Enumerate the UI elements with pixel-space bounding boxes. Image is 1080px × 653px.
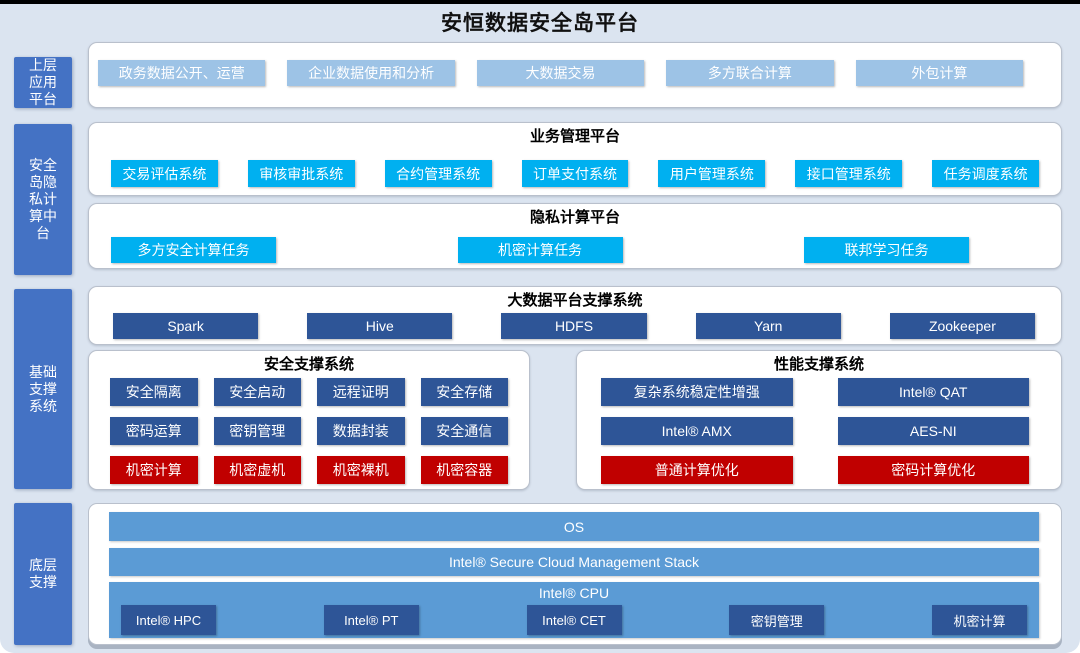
cpu-feature-box: 密钥管理 (729, 605, 825, 635)
os-bar: OS (109, 512, 1039, 541)
task-box: 机密计算任务 (457, 237, 623, 263)
layer-label-base-support: 基础支撑系统 (14, 289, 72, 489)
panel-title: 安全支撑系统 (263, 356, 354, 373)
task-box: 多方安全计算任务 (111, 237, 276, 263)
panel-business-management: 业务管理平台 交易评估系统 审核审批系统 合约管理系统 订单支付系统 用户管理系统 接口管… (88, 122, 1062, 196)
upper-apps-row: 政务数据公开、运营企业数据使用和分析大数据交易多方联合计算外包计算 (89, 43, 1061, 86)
system-box: 交易评估系统 (111, 160, 218, 187)
security-box: 数据封装 (317, 417, 405, 445)
panel-performance-support: 性能支撑系统 复杂系统稳定性增强 Intel® QAT Intel® AMX AES… (576, 350, 1062, 490)
panel-title: 性能支撑系统 (773, 356, 864, 373)
security-row-1: 安全隔离安全启动远程证明安全存储 (89, 378, 529, 406)
secure-cloud-stack-bar: Intel® Secure Cloud Management Stack (109, 548, 1039, 576)
layer-label-text: 底层支撑 (29, 557, 57, 590)
panel-upper-apps: 政务数据公开、运营企业数据使用和分析大数据交易多方联合计算外包计算 (88, 42, 1062, 108)
layer-label-text: 上层应用平台 (29, 57, 57, 107)
layer-label-upper-apps: 上层应用平台 (14, 57, 72, 108)
bigdata-components-row: Spark Hive HDFS Yarn Zookeeper (89, 313, 1061, 339)
cpu-feature-box: Intel® CET (526, 605, 622, 635)
system-box: 用户管理系统 (658, 160, 766, 187)
security-box: 密码运算 (110, 417, 198, 445)
app-box: 大数据交易 (476, 60, 645, 86)
app-box: 外包计算 (855, 60, 1024, 86)
cpu-bar: Intel® CPU Intel® HPC Intel® PT Intel® CET… (109, 582, 1039, 638)
optimization-box: 密码计算优化 (837, 456, 1029, 484)
system-box: 任务调度系统 (932, 160, 1040, 187)
system-box: 审核审批系统 (247, 160, 355, 187)
optimization-box: 普通计算优化 (601, 456, 793, 484)
performance-box: AES-NI (837, 417, 1029, 445)
confidential-box: 机密裸机 (317, 456, 405, 484)
layer-label-bottom-support: 底层支撑 (14, 503, 72, 645)
panel-title: 大数据平台支撑系统 (507, 292, 643, 309)
panel-bottom-support: OS Intel® Secure Cloud Management Stack … (88, 503, 1062, 645)
performance-row-1: 复杂系统稳定性增强 Intel® QAT (577, 378, 1061, 406)
task-box: 联邦学习任务 (804, 237, 969, 263)
component-box: Zookeeper (889, 313, 1036, 339)
security-box: 安全启动 (213, 378, 301, 406)
system-box: 接口管理系统 (795, 160, 903, 187)
cpu-features-row: Intel® HPC Intel® PT Intel® CET 密钥管理 机密计算 (109, 602, 1039, 635)
component-box: HDFS (501, 313, 647, 339)
security-row-3: 机密计算机密虚机机密裸机机密容器 (89, 456, 529, 484)
performance-box: Intel® QAT (837, 378, 1029, 406)
system-box: 订单支付系统 (521, 160, 629, 187)
panel-title: 隐私计算平台 (529, 209, 620, 226)
component-box: Spark (113, 313, 259, 339)
confidential-box: 机密计算 (110, 456, 198, 484)
app-box: 多方联合计算 (666, 60, 834, 86)
security-box: 安全通信 (420, 417, 508, 445)
bottom-bars: OS Intel® Secure Cloud Management Stack … (89, 504, 1061, 638)
privacy-tasks-row: 多方安全计算任务 机密计算任务 联邦学习任务 (89, 237, 1061, 263)
component-box: Hive (307, 313, 453, 339)
layer-label-text: 基础支撑系统 (29, 363, 57, 414)
business-systems-row: 交易评估系统 审核审批系统 合约管理系统 订单支付系统 用户管理系统 接口管理系统 任务调度… (89, 160, 1061, 187)
layer-label-text: 安全岛隐私计算中台 (29, 157, 57, 241)
panel-bigdata-support: 大数据平台支撑系统 Spark Hive HDFS Yarn Zookeeper (88, 286, 1062, 345)
performance-row-2: Intel® AMX AES-NI (577, 417, 1061, 445)
performance-row-3: 普通计算优化 密码计算优化 (577, 456, 1061, 484)
panel-title: 业务管理平台 (529, 128, 620, 145)
system-box: 合约管理系统 (384, 160, 492, 187)
cpu-label: Intel® CPU (538, 585, 610, 601)
cpu-feature-box: Intel® PT (323, 605, 419, 635)
page-title: 安恒数据安全岛平台 (441, 12, 639, 35)
panel-security-support: 安全支撑系统 安全隔离安全启动远程证明安全存储 密码运算密钥管理数据封装安全通信… (88, 350, 530, 490)
cpu-feature-box: Intel® HPC (121, 605, 216, 635)
security-box: 密钥管理 (213, 417, 301, 445)
layer-label-privacy-middle: 安全岛隐私计算中台 (14, 124, 72, 275)
security-box: 远程证明 (317, 378, 405, 406)
panel-privacy-computing: 隐私计算平台 多方安全计算任务 机密计算任务 联邦学习任务 (88, 203, 1062, 269)
top-black-bar (0, 0, 1080, 4)
security-box: 安全隔离 (110, 378, 198, 406)
confidential-box: 机密容器 (420, 456, 508, 484)
cpu-feature-box: 机密计算 (932, 605, 1027, 635)
app-box: 政务数据公开、运营 (98, 60, 266, 86)
confidential-box: 机密虚机 (213, 456, 301, 484)
performance-box: 复杂系统稳定性增强 (601, 378, 793, 406)
security-box: 安全存储 (420, 378, 508, 406)
security-row-2: 密码运算密钥管理数据封装安全通信 (89, 417, 529, 445)
component-box: Yarn (695, 313, 841, 339)
performance-box: Intel® AMX (601, 417, 793, 445)
app-box: 企业数据使用和分析 (287, 60, 455, 86)
